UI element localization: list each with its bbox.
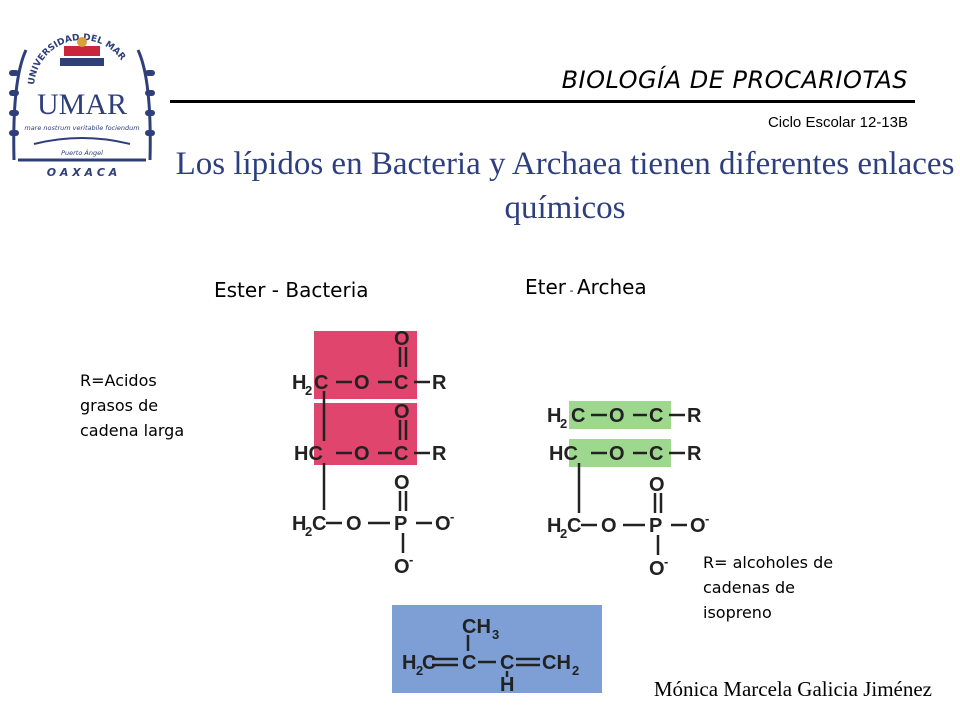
slide-title: Los lípidos en Bacteria y Archaea tienen… (175, 146, 955, 226)
svg-text:C: C (567, 515, 581, 537)
svg-text:2: 2 (572, 663, 579, 678)
svg-text:C: C (571, 405, 585, 427)
svg-text:O: O (649, 474, 665, 496)
svg-text:C: C (394, 372, 408, 394)
header-divider (170, 100, 915, 103)
svg-text:O: O (649, 558, 665, 580)
svg-text:C: C (314, 372, 328, 394)
svg-text:C: C (462, 652, 476, 674)
eter-heading-tail: Archea (576, 275, 647, 299)
eter-heading-dash: - (566, 284, 577, 297)
svg-text:-: - (664, 554, 668, 569)
eter-highlight-top (569, 401, 671, 429)
svg-text:-: - (705, 511, 709, 526)
svg-text:O: O (394, 401, 410, 423)
eter-highlight-bottom (569, 439, 671, 467)
ester-heading: Ester - Bacteria (214, 278, 369, 302)
svg-text:O: O (354, 372, 370, 394)
eter-heading: Eter - Archea (525, 275, 647, 299)
svg-text:O: O (346, 513, 362, 535)
svg-text:C: C (649, 443, 663, 465)
svg-text:HC: HC (294, 443, 323, 465)
course-title: BIOLOGÍA DE PROCARIOTAS (561, 66, 908, 94)
svg-text:R: R (432, 372, 447, 394)
svg-text:2: 2 (560, 416, 567, 431)
svg-text:R: R (687, 443, 702, 465)
svg-text:CH: CH (462, 616, 491, 638)
svg-text:H: H (292, 372, 306, 394)
svg-text:C: C (312, 513, 326, 535)
svg-text:O: O (394, 472, 410, 494)
svg-text:H: H (402, 652, 416, 674)
svg-text:H: H (292, 513, 306, 535)
svg-text:2: 2 (305, 524, 312, 539)
eter-note: R= alcoholes de cadenas de isopreno (703, 553, 834, 622)
svg-text:CH: CH (542, 652, 571, 674)
svg-text:C: C (500, 652, 514, 674)
isoprene-highlight (392, 605, 602, 693)
eter-structure: H2 C O C R HC O C R H2 C O P O- O O- (547, 401, 709, 580)
eter-heading-main: Eter (525, 275, 567, 299)
svg-text:HC: HC (549, 443, 578, 465)
school-cycle: Ciclo Escolar 12-13B (767, 114, 908, 131)
svg-text:2: 2 (416, 663, 423, 678)
svg-text:R: R (687, 405, 702, 427)
svg-text:3: 3 (492, 627, 499, 642)
svg-text:O: O (609, 405, 625, 427)
svg-text:2: 2 (560, 526, 567, 541)
author-name: Mónica Marcela Galicia Jiménez (653, 677, 932, 701)
svg-text:-: - (409, 552, 413, 567)
svg-text:H: H (547, 515, 561, 537)
svg-text:2: 2 (305, 383, 312, 398)
svg-text:O: O (435, 513, 451, 535)
svg-text:O: O (609, 443, 625, 465)
svg-text:O: O (601, 515, 617, 537)
svg-text:C: C (422, 652, 436, 674)
svg-text:P: P (394, 513, 407, 535)
svg-text:H: H (547, 405, 561, 427)
svg-text:-: - (450, 509, 454, 524)
ester-note: R=Acidos grasos de cadena larga (80, 371, 185, 440)
university-logo: UNIVERSIDAD DEL MAR UMAR mare nostrum ve… (9, 33, 155, 179)
svg-text:H: H (500, 674, 514, 693)
svg-text:R: R (432, 443, 447, 465)
svg-text:C: C (649, 405, 663, 427)
svg-text:O: O (394, 328, 410, 350)
logo-campus: Puerto Ángel (61, 148, 103, 157)
logo-monogram: UMAR (37, 88, 127, 121)
svg-text:P: P (649, 515, 662, 537)
svg-text:O: O (394, 556, 410, 578)
logo-state: O A X A C A (47, 166, 118, 179)
logo-motto: mare nostrum veritabile fociendum (24, 124, 139, 132)
svg-text:O: O (690, 515, 706, 537)
ester-structure: H2 C O C R O HC O C R O H2 C O P O- O O- (292, 328, 454, 578)
svg-text:O: O (354, 443, 370, 465)
svg-text:C: C (394, 443, 408, 465)
